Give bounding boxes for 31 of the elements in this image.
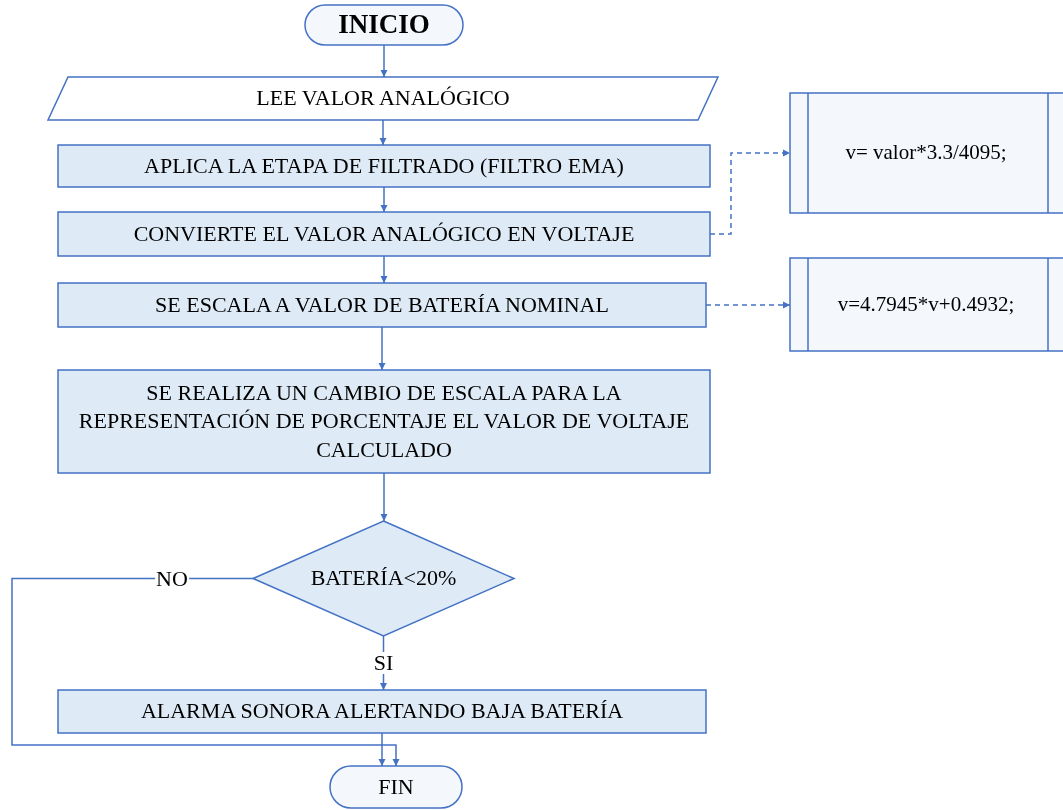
arrow xyxy=(379,119,387,146)
process-box xyxy=(58,370,710,473)
step-label: LEE VALOR ANALÓGICO xyxy=(256,84,510,113)
step-label: ALARMA SONORA ALERTANDO BAJA BATERÍA xyxy=(140,697,624,726)
process-box xyxy=(58,283,706,327)
step-label: v=4.7945*v+0.4932; xyxy=(837,290,1015,318)
decision-diamond xyxy=(253,521,514,636)
terminal-shape xyxy=(305,5,463,45)
step-label: CONVIERTE EL VALOR ANALÓGICO EN VOLTAJE xyxy=(133,219,635,248)
arrow xyxy=(380,472,388,522)
terminal-shape xyxy=(330,766,462,808)
arrow xyxy=(378,326,386,371)
process-box xyxy=(58,212,710,256)
step-label: SE ESCALA A VALOR DE BATERÍA NOMINAL xyxy=(155,290,609,319)
arrow xyxy=(380,44,388,78)
step-label: SE REALIZA UN CAMBIO DE ESCALA PARA LA REPRESENTACIÓN DE PORCENTAJE EL VALOR DE VOLTAJE CALCULADO xyxy=(77,378,691,464)
step-label: APLICA LA ETAPA DE FILTRADO (FILTRO EMA) xyxy=(144,151,624,180)
input-parallelogram xyxy=(48,77,718,120)
predefined-process-box xyxy=(790,93,1062,213)
arrow xyxy=(380,186,388,213)
process-box xyxy=(58,145,710,187)
arrow xyxy=(380,255,388,284)
step-label: BATERÍA<20% xyxy=(310,564,457,593)
step-label: FIN xyxy=(378,772,414,801)
step-label: v= valor*3.3/4095; xyxy=(845,139,1007,167)
edge-label: SI xyxy=(372,652,395,674)
step-label: INICIO xyxy=(338,8,430,42)
arrow xyxy=(378,732,386,767)
arrow xyxy=(11,577,400,767)
process-box xyxy=(58,690,706,733)
predefined-process-box xyxy=(790,258,1062,351)
